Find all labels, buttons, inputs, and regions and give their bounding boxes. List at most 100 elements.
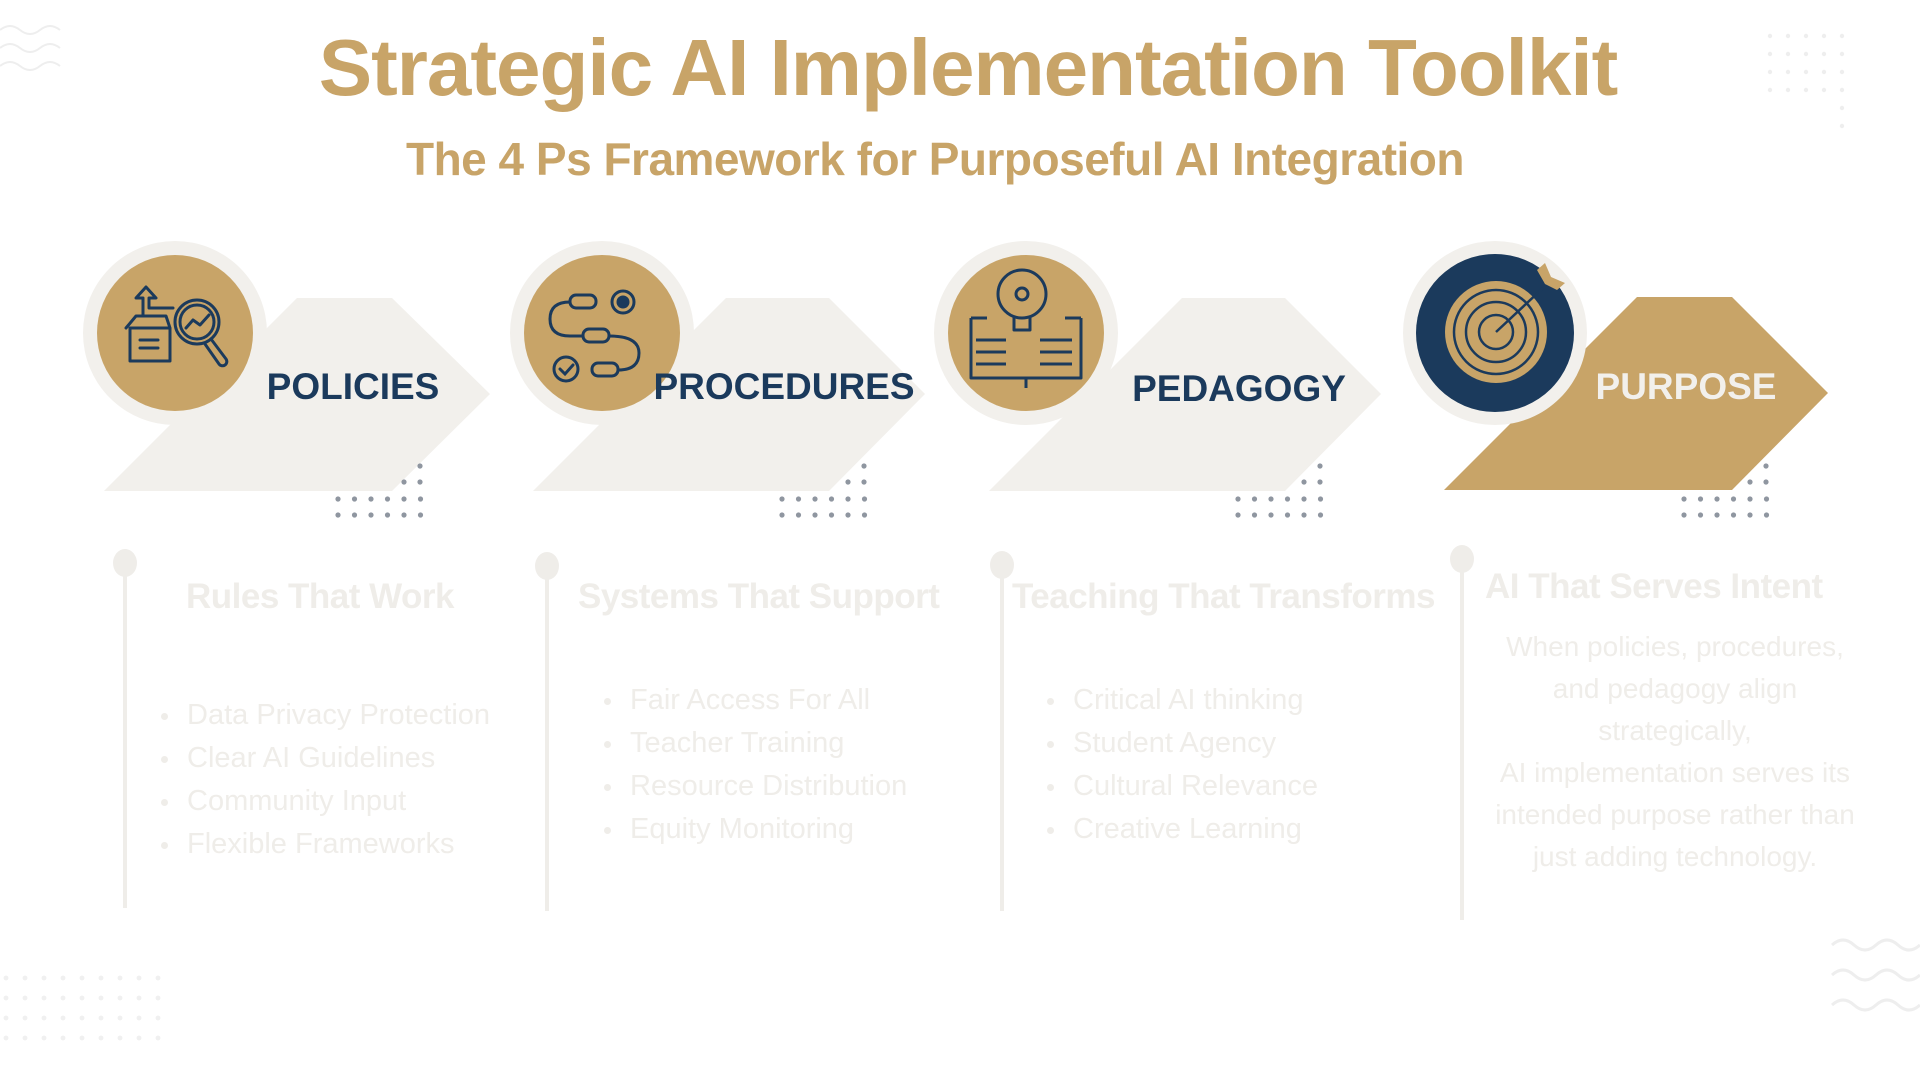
dot [1821, 51, 1827, 57]
list-item: Student Agency [1047, 722, 1318, 765]
dot [136, 995, 142, 1001]
lightbulb-book-icon [969, 268, 1083, 388]
list-procedures: Fair Access For All Teacher Training Res… [604, 679, 907, 851]
purpose-description: When policies, procedures, and pedagogy … [1465, 626, 1885, 878]
dot [1839, 123, 1845, 129]
dot [1839, 33, 1845, 39]
target-arrow-icon [1445, 263, 1565, 383]
dot [136, 1035, 142, 1041]
dot [79, 1035, 85, 1041]
dot [1681, 496, 1687, 502]
dot [812, 512, 818, 518]
dot [795, 496, 802, 502]
dot [155, 1015, 161, 1021]
dot [861, 463, 867, 469]
dot [779, 496, 785, 502]
dot [1301, 479, 1307, 485]
dot [79, 1015, 85, 1021]
card-pedagogy [934, 241, 1381, 518]
dot-grid-decoration [1235, 463, 1324, 518]
dot [417, 496, 424, 502]
dot [155, 975, 161, 981]
dot [1681, 512, 1687, 518]
dot [1803, 87, 1809, 93]
page-title: Strategic AI Implementation Toolkit [318, 23, 1618, 112]
dot [384, 496, 391, 502]
list-item: Community Input [161, 780, 490, 823]
dot [1284, 496, 1291, 502]
dot [1803, 33, 1809, 39]
list-policies: Data Privacy Protection Clear AI Guideli… [161, 694, 490, 866]
dot [1747, 496, 1753, 502]
list-item: Teacher Training [604, 722, 907, 765]
dot [368, 496, 374, 502]
dot [98, 1015, 104, 1021]
dot [1714, 512, 1720, 518]
dot [22, 995, 28, 1001]
dot [368, 512, 374, 518]
dot [861, 496, 868, 502]
dot [401, 512, 407, 518]
dot [79, 995, 85, 1001]
dot [1767, 51, 1773, 57]
dot [417, 463, 423, 469]
dot [351, 512, 358, 518]
dot [779, 512, 785, 518]
paragraph-line: AI implementation serves its [1499, 757, 1851, 788]
dot [117, 1035, 123, 1041]
paragraph-line: strategically, [1598, 715, 1752, 746]
dot [401, 496, 407, 502]
heading-procedures: Systems That Support [578, 577, 940, 616]
label-procedures: PROCEDURES [653, 366, 915, 407]
dot [1268, 496, 1274, 502]
dot [1730, 496, 1737, 502]
dot [845, 512, 851, 518]
card-purpose [1403, 241, 1828, 518]
dot [1251, 496, 1258, 502]
dot [117, 1015, 123, 1021]
dot [22, 1035, 28, 1041]
dot [1821, 87, 1827, 93]
workflow-gear-icon [548, 289, 641, 383]
dot [1839, 69, 1845, 75]
dot [1785, 51, 1791, 57]
dot [417, 512, 424, 518]
dot [1697, 512, 1704, 518]
dot [1301, 496, 1307, 502]
dot [60, 1015, 66, 1021]
dot [60, 975, 66, 981]
dot [41, 975, 47, 981]
dot [3, 1035, 9, 1041]
dot [828, 496, 835, 502]
dot [60, 995, 66, 1001]
dot [1767, 69, 1773, 75]
dot-grid-decoration [779, 463, 868, 518]
dot [41, 1015, 47, 1021]
dot [845, 479, 851, 485]
dot [1839, 87, 1845, 93]
dot [812, 496, 818, 502]
label-pedagogy: PEDAGOGY [1132, 368, 1346, 409]
chevron-arrow-purpose [1444, 297, 1828, 490]
dot [1767, 87, 1773, 93]
dot [1730, 512, 1737, 518]
dot [1235, 496, 1241, 502]
page-subtitle: The 4 Ps Framework for Purposeful AI Int… [405, 133, 1465, 185]
paragraph-line: intended purpose rather than [1495, 799, 1855, 830]
label-policies: POLICIES [266, 366, 440, 407]
dot [155, 1035, 161, 1041]
dot [1785, 69, 1791, 75]
dot [117, 995, 123, 1001]
card-policies [83, 241, 490, 518]
dot [155, 995, 161, 1001]
dot [1317, 463, 1323, 469]
dot [136, 975, 142, 981]
dot [1763, 463, 1769, 469]
card-procedures [510, 241, 925, 518]
dot-grid-decoration [1681, 463, 1770, 518]
dot [861, 512, 868, 518]
wave-decoration-top-left [0, 25, 61, 71]
dot [828, 512, 835, 518]
dot [1763, 479, 1769, 485]
dot [1317, 512, 1324, 518]
